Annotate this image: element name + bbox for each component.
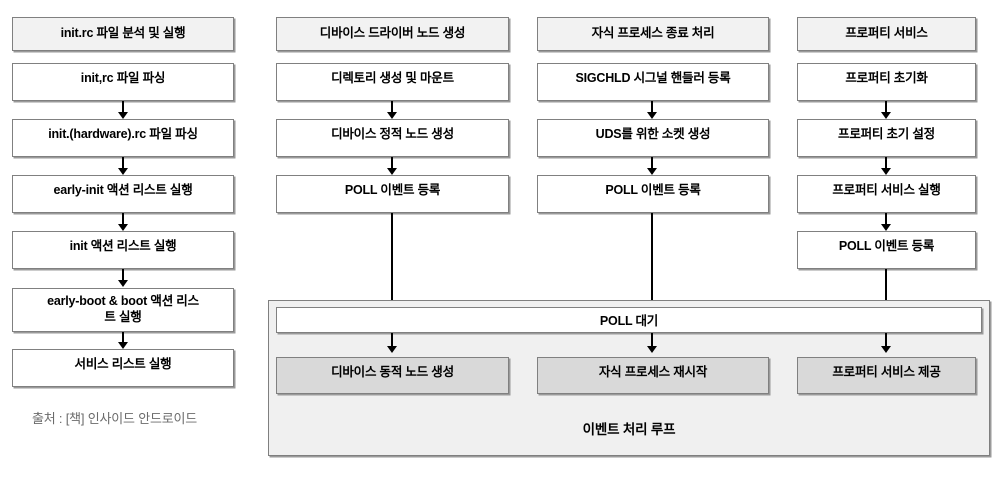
col1-connector-3 xyxy=(122,213,124,228)
col3-connector-1 xyxy=(651,101,653,116)
col2-step-2: 디바이스 정적 노드 생성 xyxy=(276,119,509,157)
col1-connector-5 xyxy=(122,332,124,346)
col3-step-2: UDS를 위한 소켓 생성 xyxy=(537,119,769,157)
col4-step-2: 프로퍼티 초기 설정 xyxy=(797,119,976,157)
col1-arrowhead-5 xyxy=(118,342,128,349)
col2-step-1: 디렉토리 생성 및 마운트 xyxy=(276,63,509,101)
col4-connector-3 xyxy=(885,213,887,228)
col2-connector-1 xyxy=(391,101,393,116)
col3-connector-to-loop xyxy=(651,213,653,305)
loop-arrowhead-3 xyxy=(881,346,891,353)
loop-arrowhead-2 xyxy=(647,346,657,353)
col4-header-box: 프로퍼티 서비스 xyxy=(797,17,976,51)
col2-header-box: 디바이스 드라이버 노드 생성 xyxy=(276,17,509,51)
loop-result-property-service: 프로퍼티 서비스 제공 xyxy=(797,357,976,394)
col1-step-4: init 액션 리스트 실행 xyxy=(12,231,234,269)
col3-step-1: SIGCHLD 시그널 핸들러 등록 xyxy=(537,63,769,101)
col4-step-1: 프로퍼티 초기화 xyxy=(797,63,976,101)
col4-connector-2 xyxy=(885,157,887,172)
col2-arrowhead-2 xyxy=(387,168,397,175)
col1-step-6: 서비스 리스트 실행 xyxy=(12,349,234,387)
col2-connector-to-loop xyxy=(391,213,393,305)
col4-connector-to-loop xyxy=(885,269,887,305)
col1-header-box: init.rc 파일 분석 및 실행 xyxy=(12,17,234,51)
col1-arrowhead-1 xyxy=(118,112,128,119)
poll-wait-box: POLL 대기 xyxy=(276,307,982,333)
col1-step-2: init.(hardware).rc 파일 파싱 xyxy=(12,119,234,157)
col4-arrowhead-1 xyxy=(881,112,891,119)
col1-arrowhead-3 xyxy=(118,224,128,231)
col4-arrowhead-2 xyxy=(881,168,891,175)
col1-step-5: early-boot & boot 액션 리스 트 실행 xyxy=(12,288,234,332)
loop-connector-2 xyxy=(651,333,653,349)
col3-arrowhead-1 xyxy=(647,112,657,119)
col1-connector-1 xyxy=(122,101,124,116)
loop-result-device-node: 디바이스 동적 노드 생성 xyxy=(276,357,509,394)
col4-arrowhead-3 xyxy=(881,224,891,231)
col4-step-3: 프로퍼티 서비스 실행 xyxy=(797,175,976,213)
event-loop-caption: 이벤트 처리 루프 xyxy=(582,422,676,437)
col3-step-3: POLL 이벤트 등록 xyxy=(537,175,769,213)
col3-connector-2 xyxy=(651,157,653,172)
col1-connector-2 xyxy=(122,157,124,172)
col1-step-3: early-init 액션 리스트 실행 xyxy=(12,175,234,213)
loop-result-child-restart: 자식 프로세스 재시작 xyxy=(537,357,769,394)
col2-connector-2 xyxy=(391,157,393,172)
col2-arrowhead-1 xyxy=(387,112,397,119)
col3-arrowhead-2 xyxy=(647,168,657,175)
col2-step-3: POLL 이벤트 등록 xyxy=(276,175,509,213)
loop-connector-1 xyxy=(391,333,393,349)
col1-arrowhead-4 xyxy=(118,280,128,287)
loop-arrowhead-1 xyxy=(387,346,397,353)
col1-connector-4 xyxy=(122,269,124,284)
source-note: 출처 : [책] 인사이드 안드로이드 xyxy=(32,411,198,426)
col1-step-1: init,rc 파일 파싱 xyxy=(12,63,234,101)
col3-header-box: 자식 프로세스 종료 처리 xyxy=(537,17,769,51)
loop-connector-3 xyxy=(885,333,887,349)
col1-arrowhead-2 xyxy=(118,168,128,175)
col4-step-4: POLL 이벤트 등록 xyxy=(797,231,976,269)
col4-connector-1 xyxy=(885,101,887,116)
